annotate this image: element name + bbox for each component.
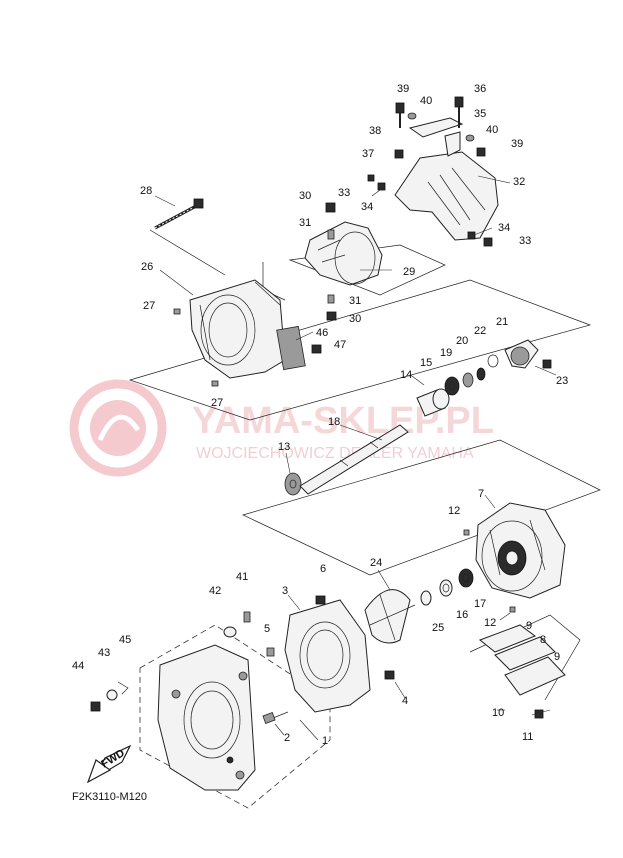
callout-44: 44	[72, 660, 84, 672]
callout-30: 30	[299, 190, 311, 202]
callout-26: 26	[141, 261, 153, 273]
mounting-plate	[90, 611, 289, 791]
callout-9: 9	[554, 651, 560, 663]
callout-36: 36	[474, 83, 486, 95]
callout-30: 30	[349, 313, 361, 325]
watermark-subtitle: WOJCIECHOWICZ DEALER YAMAHA	[196, 445, 474, 462]
callout-46: 46	[316, 327, 328, 339]
callout-3: 3	[282, 585, 288, 597]
callout-38: 38	[369, 125, 381, 137]
diagram-code: F2K3110-M120	[72, 791, 147, 803]
callout-19: 19	[440, 347, 452, 359]
callout-45: 45	[119, 634, 131, 646]
callout-34: 34	[361, 201, 373, 213]
callout-11: 11	[522, 731, 533, 743]
steering-bracket-assembly	[367, 96, 499, 247]
callout-40: 40	[420, 95, 432, 107]
leader-lines	[154, 175, 557, 741]
long-bolt	[154, 198, 204, 230]
callout-43: 43	[98, 647, 110, 659]
callout-15: 15	[420, 357, 432, 369]
callout-9: 9	[526, 620, 532, 632]
intake-housing	[266, 595, 395, 713]
callout-5: 5	[264, 623, 270, 635]
callout-12: 12	[484, 617, 496, 629]
callout-27: 27	[211, 397, 223, 409]
callout-33: 33	[338, 187, 350, 199]
callout-17: 17	[474, 598, 486, 610]
callout-31: 31	[299, 217, 311, 229]
callout-39: 39	[397, 83, 409, 95]
callout-20: 20	[456, 335, 468, 347]
callout-29: 29	[403, 266, 415, 278]
callout-8: 8	[540, 634, 546, 646]
callout-22: 22	[474, 325, 486, 337]
callout-40: 40	[486, 124, 498, 136]
callout-33: 33	[519, 235, 531, 247]
impeller-assembly	[364, 568, 474, 644]
callout-18: 18	[328, 416, 340, 428]
nozzle-assembly	[304, 202, 383, 321]
callout-35: 35	[474, 108, 486, 120]
callouts: 39 40 36 35 40 38 39 37 32 28 30 33 34 3…	[72, 83, 568, 747]
callout-42: 42	[209, 585, 221, 597]
callout-7: 7	[478, 488, 484, 500]
callout-25: 25	[432, 622, 444, 634]
drive-shaft-assembly	[284, 339, 552, 496]
watermark-brand: YAMA-SKLEP.PL	[192, 400, 494, 442]
callout-41: 41	[236, 571, 248, 583]
callout-47: 47	[334, 339, 346, 351]
callout-12: 12	[448, 505, 460, 517]
callout-10: 10	[492, 707, 504, 719]
callout-14: 14	[400, 369, 412, 381]
watermark-logo	[69, 379, 167, 477]
callout-6: 6	[320, 563, 326, 575]
callout-31: 31	[349, 295, 361, 307]
callout-4: 4	[402, 695, 408, 707]
callout-13: 13	[278, 441, 290, 453]
callout-32: 32	[513, 176, 525, 188]
callout-16: 16	[456, 609, 468, 621]
fwd-arrow: FWD	[86, 744, 132, 784]
callout-34: 34	[498, 222, 510, 234]
callout-23: 23	[556, 375, 568, 387]
callout-39: 39	[511, 138, 523, 150]
duct-housing	[173, 279, 322, 387]
callout-2: 2	[284, 732, 290, 744]
callout-21: 21	[496, 316, 508, 328]
callout-27: 27	[143, 300, 155, 312]
callout-28: 28	[140, 185, 152, 197]
callout-24: 24	[370, 557, 382, 569]
callout-37: 37	[362, 148, 374, 160]
callout-1: 1	[322, 735, 328, 747]
pump-housing	[463, 502, 566, 719]
